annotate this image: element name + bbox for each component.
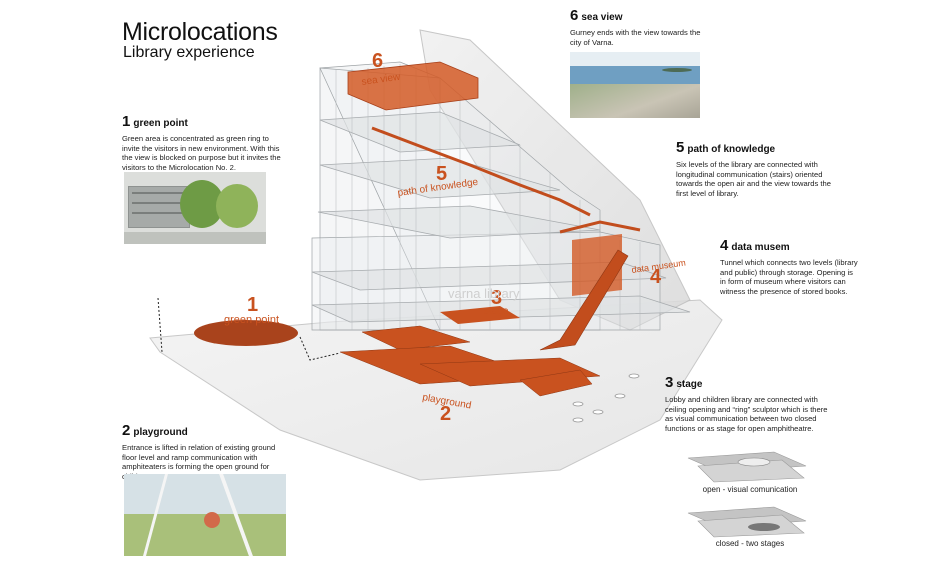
diagram-label-1-text: green point [224, 314, 279, 326]
stage-open-caption: open - visual comunication [702, 485, 798, 494]
data-museum-number: 4 [720, 237, 729, 254]
diagram-label-6-num: 6 [372, 50, 383, 72]
page-title: Microlocations [122, 18, 278, 46]
path-of-knowledge-heading: path of knowledge [687, 144, 776, 155]
stage-heading: stage [676, 379, 703, 390]
green-point-description: Green area is concentrated as green ring… [122, 134, 281, 172]
building-name-label: varna library [448, 286, 520, 301]
playground-number: 2 [122, 422, 131, 439]
path-of-knowledge-number: 5 [676, 139, 685, 156]
green-point-ellipse [194, 320, 298, 346]
playground-amphitheatre [339, 325, 601, 397]
bollards [572, 373, 640, 423]
green-point-heading: green point [133, 118, 188, 129]
stage-number: 3 [665, 374, 674, 391]
page-subtitle: Library experience [123, 44, 255, 61]
diagram-label-5-num: 5 [436, 163, 447, 185]
path-of-knowledge-description: Six levels of the library are connected … [676, 160, 831, 198]
stage-closed-caption: closed - two stages [715, 539, 785, 548]
stage-description: Lobby and children library are connected… [665, 395, 828, 433]
guide-line-green-point [157, 297, 163, 353]
diagram-label-6-text: sea view [361, 72, 402, 88]
sea-view-photo [570, 52, 700, 118]
green-point-number: 1 [122, 113, 131, 130]
sea-view-box [347, 61, 479, 111]
stage-open-diagram [687, 451, 807, 483]
diagram-label-3-num: 3 [491, 287, 502, 309]
playground-heading: playground [133, 427, 188, 438]
diagram-label-2-num: 2 [440, 403, 451, 425]
diagram-label-4-num: 4 [650, 266, 662, 288]
green-point-photo [124, 172, 266, 244]
stage-closed-diagram [687, 506, 807, 538]
data-museum-description: Tunnel which connects two levels (librar… [720, 258, 858, 296]
stage-ring [440, 306, 520, 324]
playground-photo [124, 474, 286, 556]
sea-view-number: 6 [570, 7, 579, 24]
guide-line-playground [299, 336, 341, 361]
path-of-knowledge-stair [371, 126, 641, 234]
data-museum-heading: data musem [731, 242, 790, 253]
diagram-label-3-text: stage [484, 306, 509, 317]
sea-view-heading: sea view [581, 12, 623, 23]
data-museum-ramp [539, 249, 629, 351]
diagram-label-1-num: 1 [247, 294, 258, 316]
sea-view-description: Gurney ends with the view towards the ci… [570, 28, 701, 47]
